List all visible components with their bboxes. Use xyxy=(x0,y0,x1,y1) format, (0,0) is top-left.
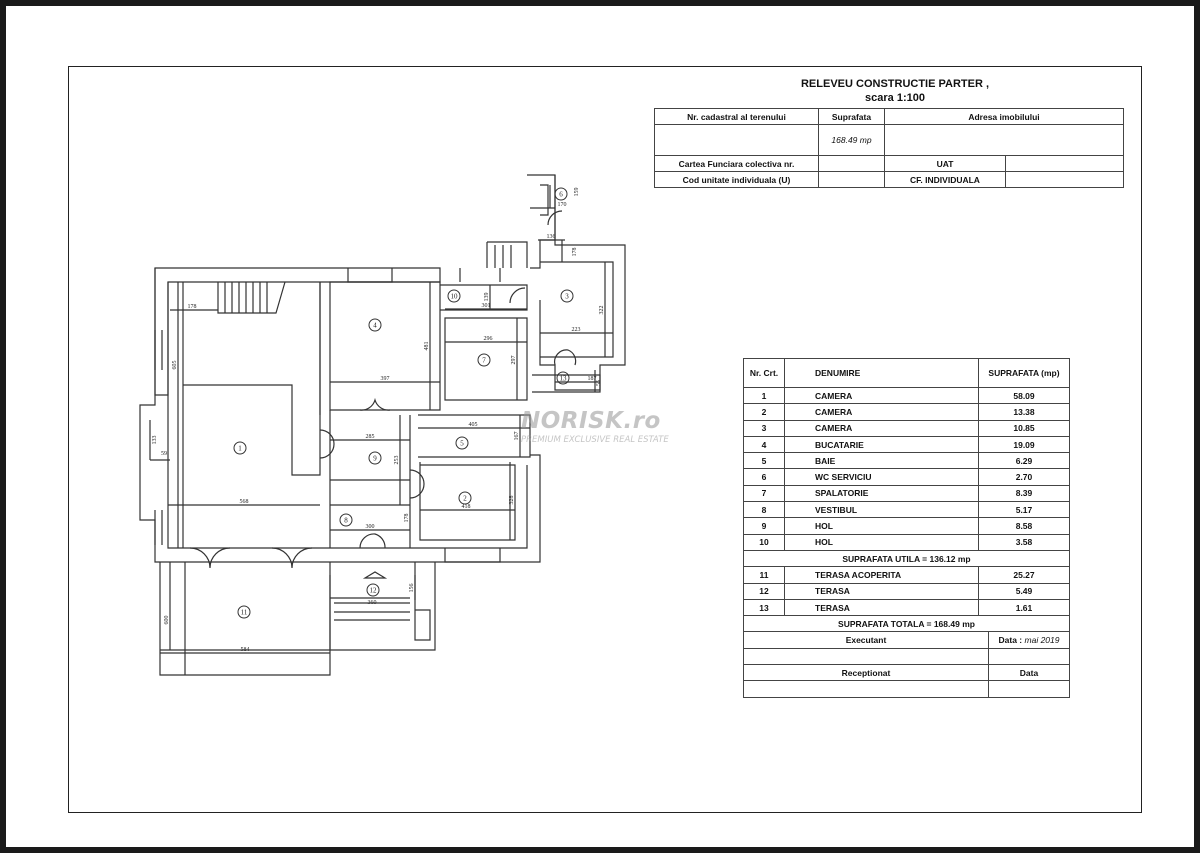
dimension-label: 159 xyxy=(574,188,580,197)
dimension-label: 253 xyxy=(394,456,400,465)
dimension-label: 405 xyxy=(469,422,478,428)
dimension-label: 605 xyxy=(172,361,178,370)
data-label: Data : xyxy=(998,635,1023,646)
room-number-circle xyxy=(368,451,382,465)
dimension-label: 136 xyxy=(547,234,556,240)
room-number: 2 xyxy=(463,495,467,503)
cf-value xyxy=(1005,171,1124,188)
room-number-circle xyxy=(458,491,472,505)
drawing-sheet: RELEVEU CONSTRUCTIE PARTER , scara 1:100… xyxy=(6,6,1194,847)
header-suprafata: SUPRAFATA (mp) xyxy=(978,358,1070,388)
room-number: 10 xyxy=(451,293,459,301)
dimension-label: 285 xyxy=(366,434,375,440)
dimension-label: 297 xyxy=(511,356,517,365)
drawing-scale: scara 1:100 xyxy=(865,92,925,104)
room-number: 6 xyxy=(559,191,563,199)
dimension-label: 328 xyxy=(509,496,515,505)
watermark: NORISK.ro PREMIUM EXCLUSIVE REAL ESTATE xyxy=(521,408,669,445)
room-number-circle xyxy=(455,436,469,450)
room-number-circle xyxy=(368,318,382,332)
dimension-label: 156 xyxy=(409,584,415,593)
data2-blank xyxy=(988,680,1070,698)
watermark-tagline: PREMIUM EXCLUSIVE REAL ESTATE xyxy=(521,435,669,445)
dimension-label: 139 xyxy=(484,293,490,302)
header-nr: Nr. Crt. xyxy=(743,358,785,388)
room-number-circle xyxy=(366,583,380,597)
dimension-label: 178 xyxy=(188,304,197,310)
dimension-labels: 1786053974811335956828525330017841832840… xyxy=(152,188,605,654)
dimension-label: 223 xyxy=(572,327,581,333)
dimension-label: 322 xyxy=(599,306,605,315)
dimension-label: 360 xyxy=(368,600,377,606)
room-number: 9 xyxy=(373,455,377,463)
room-number: 12 xyxy=(370,587,378,595)
dimension-label: 300 xyxy=(366,524,375,530)
room-number-circle xyxy=(237,605,251,619)
room-number: 5 xyxy=(460,440,464,448)
dimension-label: 133 xyxy=(152,436,158,445)
room-number-circle xyxy=(477,353,491,367)
dimension-label: 481 xyxy=(424,342,430,351)
dimension-label: 418 xyxy=(462,504,471,510)
dimension-label: 600 xyxy=(164,616,170,625)
room-number-circle xyxy=(233,441,247,455)
room-number: 7 xyxy=(482,357,486,365)
watermark-brand: NORISK.ro xyxy=(521,408,661,434)
room-number-circle xyxy=(339,513,353,527)
room-number-circle xyxy=(554,187,568,201)
data2-label: Data xyxy=(988,664,1070,682)
data-value: mai 2019 xyxy=(1024,635,1060,646)
room-number: 1 xyxy=(238,445,242,453)
room-number: 13 xyxy=(560,375,568,383)
dimension-label: 55 xyxy=(596,380,602,386)
room-number: 11 xyxy=(241,609,248,617)
dimension-label: 301 xyxy=(482,303,491,309)
dimension-label: 568 xyxy=(240,499,249,505)
room-number-circle xyxy=(447,289,461,303)
drawing-frame xyxy=(68,66,1142,813)
dimension-label: 584 xyxy=(241,647,250,653)
header-denumire: DENUMIRE xyxy=(784,358,979,388)
room-number: 4 xyxy=(373,322,377,330)
dimension-label: 296 xyxy=(484,336,493,342)
dimension-label: 167 xyxy=(514,432,520,441)
dimension-label: 397 xyxy=(381,376,390,382)
drawing-title: RELEVEU CONSTRUCTIE PARTER , xyxy=(800,78,990,90)
dimension-label: 170 xyxy=(558,202,567,208)
suprafata-value: 168.49 mp xyxy=(818,124,885,156)
room-number-circle xyxy=(556,371,570,385)
dimension-label: 178 xyxy=(572,248,578,257)
room-number-circle xyxy=(560,289,574,303)
room-number: 8 xyxy=(344,517,348,525)
dimension-label: 187 xyxy=(588,376,597,382)
dimension-label: 178 xyxy=(404,514,410,523)
room-number: 3 xyxy=(565,293,569,301)
dimension-label: 59 xyxy=(161,451,167,457)
